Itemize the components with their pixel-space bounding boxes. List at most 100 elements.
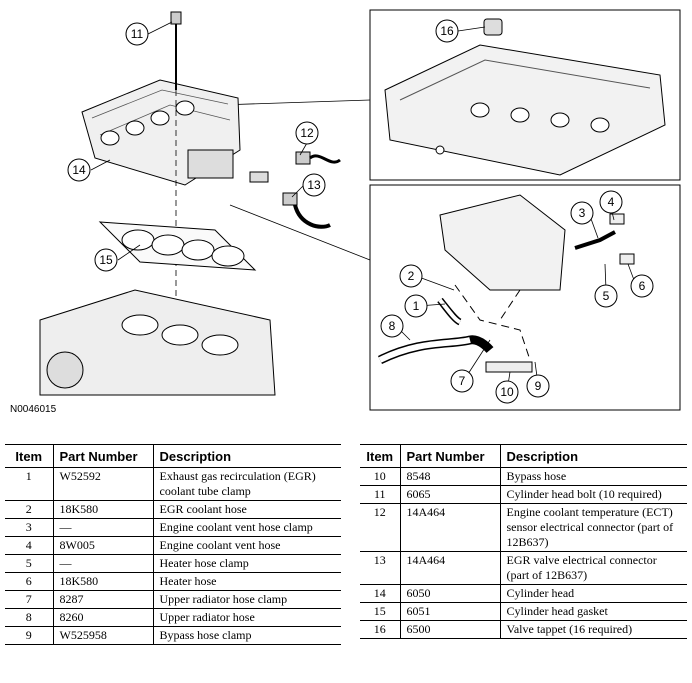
callout-3-label: 3 bbox=[579, 206, 586, 220]
header-description: Description bbox=[500, 444, 687, 468]
table-row: 3—Engine coolant vent hose clamp bbox=[5, 518, 341, 537]
callout-2: 2 bbox=[399, 264, 423, 288]
callout-1-label: 1 bbox=[413, 299, 420, 313]
callout-13: 13 bbox=[302, 173, 326, 197]
header-item: Item bbox=[5, 444, 54, 468]
table-header-row: Item Part Number Description bbox=[360, 444, 687, 468]
leader-to-bottom-detail bbox=[229, 204, 371, 261]
cell-description: EGR coolant hose bbox=[153, 500, 341, 519]
cell-item: 15 bbox=[360, 602, 401, 621]
callout-7-label: 7 bbox=[459, 374, 466, 388]
cell-part-number: — bbox=[53, 518, 154, 537]
callout-2-label: 2 bbox=[408, 269, 415, 283]
cell-item: 16 bbox=[360, 620, 401, 639]
cylinder-head-detail-drawing bbox=[384, 44, 666, 176]
cell-description: Exhaust gas recirculation (EGR) coolant … bbox=[153, 467, 341, 501]
cell-part-number: 6500 bbox=[400, 620, 501, 639]
callout-13-label: 13 bbox=[307, 178, 321, 192]
cell-part-number: 8W005 bbox=[53, 536, 154, 555]
cell-item: 11 bbox=[360, 485, 401, 504]
cell-part-number: 6065 bbox=[400, 485, 501, 504]
callout-16-label: 16 bbox=[440, 24, 454, 38]
cell-description: Bypass hose bbox=[500, 467, 687, 486]
cell-item: 2 bbox=[5, 500, 54, 519]
callout-8-label: 8 bbox=[389, 319, 396, 333]
cell-item: 3 bbox=[5, 518, 54, 537]
header-description: Description bbox=[153, 444, 341, 468]
header-part-number: Part Number bbox=[400, 444, 501, 468]
cell-part-number: — bbox=[53, 554, 154, 573]
cell-description: Upper radiator hose clamp bbox=[153, 590, 341, 609]
cell-item: 8 bbox=[5, 608, 54, 627]
cell-item: 14 bbox=[360, 584, 401, 603]
cell-part-number: 18K580 bbox=[53, 572, 154, 591]
table-row: 5—Heater hose clamp bbox=[5, 554, 341, 573]
header-item: Item bbox=[360, 444, 401, 468]
valve-tappet-drawing bbox=[483, 18, 503, 36]
cell-description: Engine coolant vent hose clamp bbox=[153, 518, 341, 537]
callout-10-label: 10 bbox=[500, 385, 514, 399]
table-header-row: Item Part Number Description bbox=[5, 444, 341, 468]
callout-12-label: 12 bbox=[300, 126, 314, 140]
leader-to-top-detail bbox=[219, 99, 371, 106]
cell-description: Engine coolant temperature (ECT) sensor … bbox=[500, 503, 687, 552]
cell-description: Upper radiator hose bbox=[153, 608, 341, 627]
cell-item: 6 bbox=[5, 572, 54, 591]
cell-item: 13 bbox=[360, 551, 401, 585]
callout-4-label: 4 bbox=[608, 195, 615, 209]
cell-item: 12 bbox=[360, 503, 401, 552]
callout-5-label: 5 bbox=[603, 289, 610, 303]
cell-part-number: W525958 bbox=[53, 626, 154, 645]
cell-item: 1 bbox=[5, 467, 54, 501]
cell-item: 10 bbox=[360, 467, 401, 486]
cell-description: Engine coolant vent hose bbox=[153, 536, 341, 555]
figure-id: N0046015 bbox=[10, 404, 57, 415]
cell-part-number: 8548 bbox=[400, 467, 501, 486]
callout-14: 14 bbox=[67, 158, 91, 182]
callout-9-label: 9 bbox=[535, 379, 542, 393]
cell-description: Valve tappet (16 required) bbox=[500, 620, 687, 639]
callout-6-label: 6 bbox=[639, 279, 646, 293]
callout-1: 1 bbox=[404, 294, 428, 318]
callout-3: 3 bbox=[570, 201, 594, 225]
cell-item: 7 bbox=[5, 590, 54, 609]
cell-part-number: 18K580 bbox=[53, 500, 154, 519]
cell-part-number: W52592 bbox=[53, 467, 154, 501]
header-part-number: Part Number bbox=[53, 444, 154, 468]
cell-description: EGR valve electrical connector (part of … bbox=[500, 551, 687, 585]
cell-part-number: 6050 bbox=[400, 584, 501, 603]
callout-11: 11 bbox=[125, 22, 149, 46]
callout-12: 12 bbox=[295, 121, 319, 145]
coolant-hoses-detail-drawing bbox=[377, 194, 635, 373]
detail-frame-bottom bbox=[369, 184, 681, 411]
cell-item: 9 bbox=[5, 626, 54, 645]
cell-part-number: 8260 bbox=[53, 608, 154, 627]
callout-15-label: 15 bbox=[99, 253, 113, 267]
callout-16: 16 bbox=[435, 19, 459, 43]
cell-description: Bypass hose clamp bbox=[153, 626, 341, 645]
cell-description: Cylinder head gasket bbox=[500, 602, 687, 621]
callout-5: 5 bbox=[594, 284, 618, 308]
callout-9: 9 bbox=[526, 374, 550, 398]
illustration-canvas: 1 2 3 4 5 6 7 8 9 10 11 12 13 14 15 16 N… bbox=[10, 9, 681, 415]
detail-frame-top bbox=[369, 9, 681, 181]
cell-part-number: 14A464 bbox=[400, 551, 501, 585]
